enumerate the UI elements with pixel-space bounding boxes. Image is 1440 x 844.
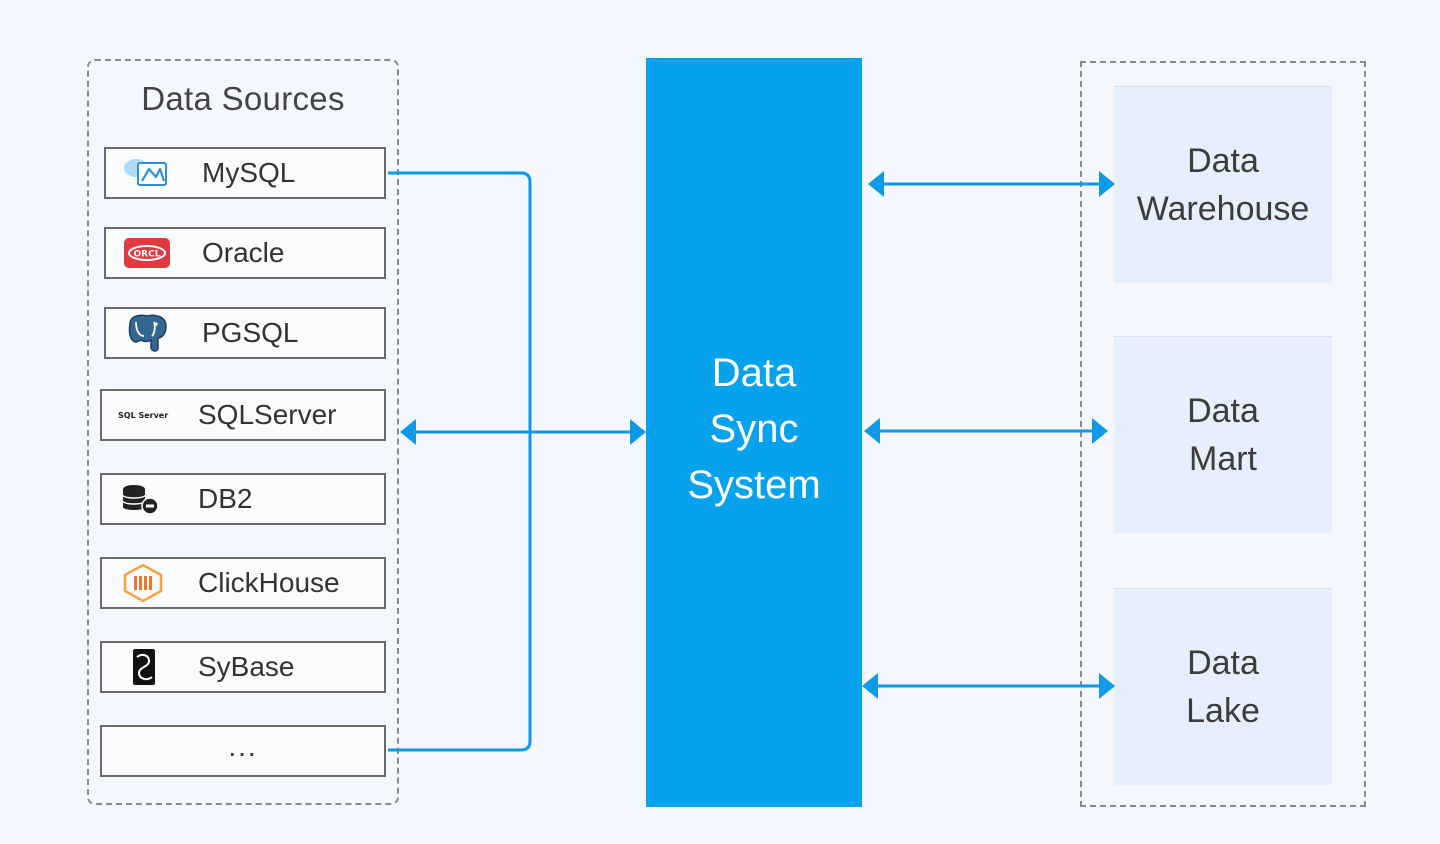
data-sources-group (87, 59, 399, 805)
arrowhead-right-lake (1099, 673, 1115, 699)
data-sources-title: Data Sources (141, 80, 345, 117)
source-label: PGSQL (202, 317, 299, 348)
source-pgsql[interactable]: PGSQL (104, 307, 386, 359)
mysql-dolphin-icon (122, 154, 172, 192)
more-sources-label: ... (228, 731, 258, 763)
target-label: Data Mart (1114, 387, 1332, 483)
postgresql-elephant-icon (122, 314, 172, 352)
target-data-mart: Data Mart (1114, 336, 1332, 533)
target-label-line: Lake (1186, 692, 1260, 730)
arrowhead-right-warehouse (1099, 171, 1115, 197)
data-targets-group (1080, 61, 1366, 807)
source-mysql[interactable]: MySQL (104, 147, 386, 199)
source-more[interactable]: ... (100, 725, 386, 777)
target-data-warehouse: Data Warehouse (1114, 86, 1332, 283)
target-label-line: Mart (1189, 440, 1257, 478)
arrowhead-left-sources (400, 419, 416, 445)
target-label-line: Data (1187, 392, 1259, 430)
sync-label-line: Sync (709, 407, 799, 451)
clickhouse-logo-icon (118, 563, 168, 603)
target-data-lake: Data Lake (1114, 588, 1332, 785)
target-label: Data Lake (1114, 639, 1332, 735)
source-label: DB2 (198, 483, 253, 514)
db2-database-icon (118, 480, 168, 518)
source-label: SQLServer (198, 399, 337, 430)
source-label: Oracle (202, 237, 285, 268)
target-label-line: Warehouse (1136, 190, 1310, 228)
sybase-logo-icon (118, 648, 168, 686)
arrowhead-left-lake (862, 673, 878, 699)
source-sqlserver[interactable]: SQL Server SQLServer (100, 389, 386, 441)
oracle-icon-text: ORCL (134, 250, 161, 260)
sync-label-line: System (687, 463, 821, 507)
arrowhead-left-mart (864, 418, 880, 444)
target-label-line: Data (1187, 142, 1259, 180)
oracle-logo-icon: ORCL (122, 234, 172, 272)
data-sync-system-label: Data Sync System (646, 345, 862, 513)
arrowhead-left-warehouse (868, 171, 884, 197)
arrowhead-right-sync (630, 419, 646, 445)
source-label: ClickHouse (198, 567, 340, 598)
sql-server-logo-icon: SQL Server (116, 396, 174, 434)
source-clickhouse[interactable]: ClickHouse (100, 557, 386, 609)
source-db2[interactable]: DB2 (100, 473, 386, 525)
source-label: SyBase (198, 651, 295, 682)
data-sync-system-block (646, 58, 862, 807)
source-label: MySQL (202, 157, 296, 188)
sql-server-icon-text: SQL Server (118, 411, 168, 420)
sources-bracket-line (388, 171, 532, 752)
source-sybase[interactable]: SyBase (100, 641, 386, 693)
target-label-line: Data (1187, 644, 1259, 682)
sync-label-line: Data (711, 351, 797, 395)
target-label: Data Warehouse (1114, 137, 1332, 233)
arrowhead-right-mart (1092, 418, 1108, 444)
source-oracle[interactable]: ORCL Oracle (104, 227, 386, 279)
